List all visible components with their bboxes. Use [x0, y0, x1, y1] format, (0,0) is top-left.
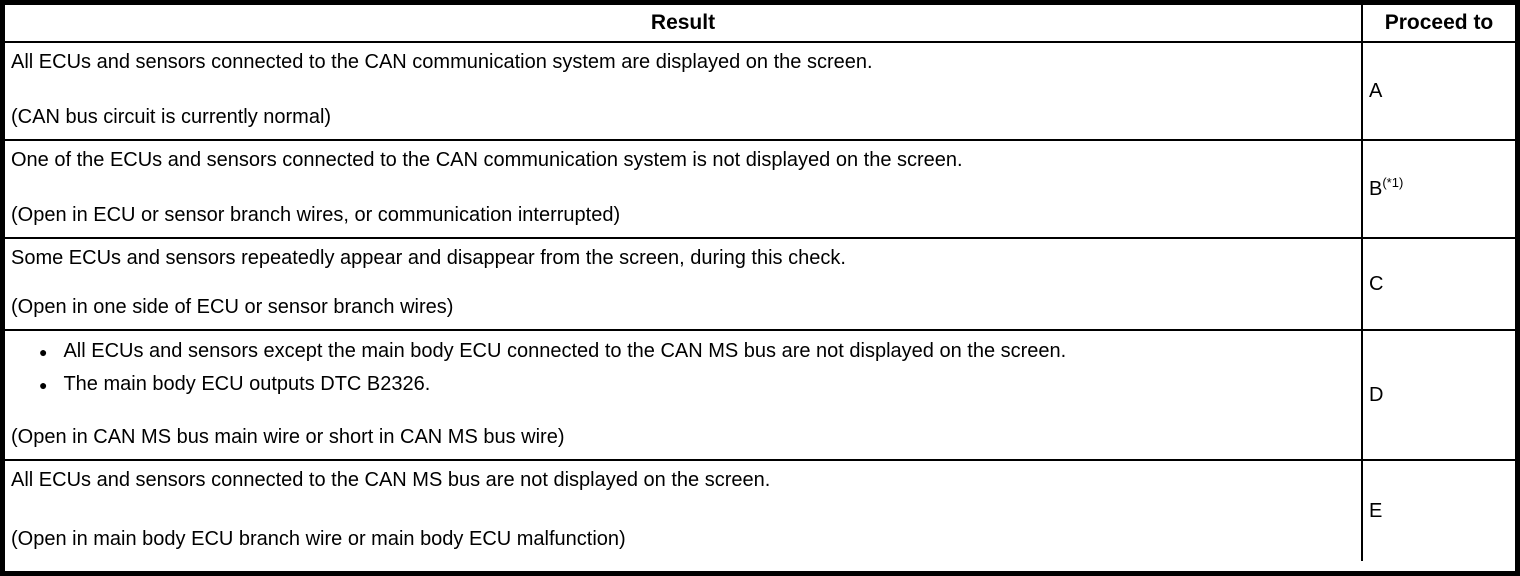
bullet-icon: ●	[39, 377, 48, 393]
result-cell: All ECUs and sensors connected to the CA…	[5, 43, 1363, 139]
table-row: All ECUs and sensors connected to the CA…	[5, 41, 1515, 139]
proceed-cell: A	[1363, 43, 1515, 139]
proceed-cell: D	[1363, 331, 1515, 459]
result-line: Some ECUs and sensors repeatedly appear …	[11, 247, 846, 269]
result-line: All ECUs and sensors connected to the CA…	[11, 51, 873, 73]
bullet-item: ● The main body ECU outputs DTC B2326.	[11, 368, 1353, 401]
result-note: (Open in ECU or sensor branch wires, or …	[11, 204, 621, 226]
table-header-row: Result Proceed to	[5, 5, 1515, 41]
result-main: ● All ECUs and sensors except the main bo…	[11, 335, 1353, 401]
proceed-cell: B(*1)	[1363, 141, 1515, 237]
result-cell: Some ECUs and sensors repeatedly appear …	[5, 239, 1363, 329]
proceed-superscript: (*1)	[1382, 174, 1404, 190]
result-note: (Open in main body ECU branch wire or ma…	[11, 528, 626, 550]
table-row: Some ECUs and sensors repeatedly appear …	[5, 237, 1515, 329]
proceed-to-column-header: Proceed to	[1384, 11, 1494, 34]
bullet-icon: ●	[39, 344, 48, 360]
result-cell: ● All ECUs and sensors except the main bo…	[5, 331, 1363, 459]
result-note: (CAN bus circuit is currently normal)	[11, 106, 332, 128]
proceed-letter: E	[1369, 499, 1383, 522]
bullet-item: ● All ECUs and sensors except the main bo…	[11, 335, 1353, 368]
result-main: All ECUs and sensors connected to the CA…	[11, 47, 1353, 77]
proceed-cell: E	[1363, 461, 1515, 561]
result-main: All ECUs and sensors connected to the CA…	[11, 465, 1353, 495]
table-row: ● All ECUs and sensors except the main bo…	[5, 329, 1515, 459]
result-main: Some ECUs and sensors repeatedly appear …	[11, 243, 1353, 273]
result-line: One of the ECUs and sensors connected to…	[11, 149, 963, 171]
result-cell: All ECUs and sensors connected to the CA…	[5, 461, 1363, 561]
bullet-item-text: The main body ECU outputs DTC B2326.	[63, 373, 431, 395]
bullet-item-text: All ECUs and sensors except the main bod…	[63, 340, 1067, 362]
proceed-letter: A	[1369, 79, 1383, 102]
result-column-header: Result	[5, 5, 1363, 41]
table-row: All ECUs and sensors connected to the CA…	[5, 459, 1515, 561]
result-note: (Open in one side of ECU or sensor branc…	[11, 296, 454, 318]
proceed-letter: B	[1369, 177, 1383, 200]
proceed-cell: C	[1363, 239, 1515, 329]
proceed-letter: D	[1369, 383, 1384, 406]
table-row: One of the ECUs and sensors connected to…	[5, 139, 1515, 237]
proceed-letter: C	[1369, 272, 1384, 295]
result-note: (Open in CAN MS bus main wire or short i…	[11, 426, 565, 448]
result-line: All ECUs and sensors connected to the CA…	[11, 469, 771, 491]
result-cell: One of the ECUs and sensors connected to…	[5, 141, 1363, 237]
result-main: One of the ECUs and sensors connected to…	[11, 145, 1353, 175]
